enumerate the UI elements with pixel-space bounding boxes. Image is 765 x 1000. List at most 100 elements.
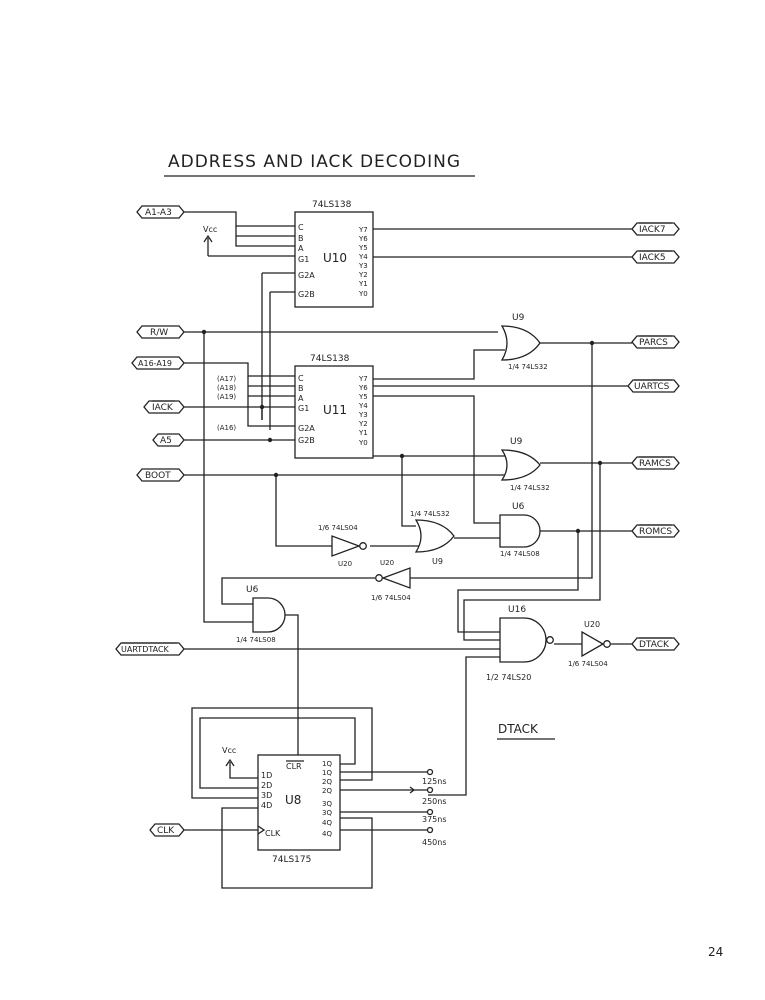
svg-text:A: A xyxy=(298,394,304,403)
gate-u9c-or: 1/4 74LS32 U9 xyxy=(370,510,500,566)
wires-u8: Vcc xyxy=(184,707,434,889)
svg-text:1/6 74LS04: 1/6 74LS04 xyxy=(568,660,608,668)
svg-text:Y3: Y3 xyxy=(358,411,368,419)
svg-text:B: B xyxy=(298,234,304,243)
gate-u20c-not: U20 1/6 74LS04 xyxy=(568,620,632,668)
svg-text:Y5: Y5 xyxy=(358,393,368,401)
svg-text:U9: U9 xyxy=(432,557,443,566)
svg-text:74LS138: 74LS138 xyxy=(312,200,352,210)
svg-text:1/4 74LS32: 1/4 74LS32 xyxy=(510,484,550,492)
svg-text:Y0: Y0 xyxy=(358,439,368,447)
wires-u10: Vcc xyxy=(184,211,632,430)
delay-label: 125ns xyxy=(422,777,447,786)
svg-text:RAMCS: RAMCS xyxy=(639,459,671,469)
svg-text:CLK: CLK xyxy=(157,826,175,836)
gate-u9a-or: U9 1/4 74LS32 xyxy=(373,313,632,380)
svg-text:G2B: G2B xyxy=(298,436,315,445)
svg-text:UARTDTACK: UARTDTACK xyxy=(121,645,170,654)
svg-text:U16: U16 xyxy=(508,605,526,615)
chip-u10: 74LS138 U10 C B A G1 G2A G2B Y7 Y6 Y5 Y4… xyxy=(294,200,374,308)
section-subtitle: DTACK xyxy=(498,722,539,736)
svg-text:1/4 74LS08: 1/4 74LS08 xyxy=(500,550,540,558)
terminal-a5: A5 xyxy=(152,433,185,447)
svg-text:1/2 74LS20: 1/2 74LS20 xyxy=(486,673,531,682)
svg-text:A5: A5 xyxy=(160,436,172,446)
gate-u20b-not: U20 1/6 74LS04 xyxy=(371,343,593,602)
svg-text:4Q: 4Q xyxy=(322,830,332,838)
gate-u20a-not: 1/6 74LS04 U20 xyxy=(275,475,367,568)
svg-text:Y3: Y3 xyxy=(358,262,368,270)
svg-text:2Q: 2Q xyxy=(322,787,332,795)
page-title: ADDRESS AND IACK DECODING xyxy=(168,152,461,172)
svg-text:C: C xyxy=(298,374,304,383)
svg-text:U10: U10 xyxy=(323,251,347,265)
delay-label: 250ns xyxy=(422,797,447,806)
svg-text:Y0: Y0 xyxy=(358,290,368,298)
terminal-parcs: PARCS xyxy=(631,335,680,349)
svg-text:1D: 1D xyxy=(261,771,272,780)
terminal-ramcs: RAMCS xyxy=(631,456,680,470)
terminal-iack5: IACK5 xyxy=(631,250,680,264)
svg-text:Y6: Y6 xyxy=(358,235,368,243)
svg-text:A1-A3: A1-A3 xyxy=(145,208,172,218)
svg-text:G1: G1 xyxy=(298,404,309,413)
svg-text:Y1: Y1 xyxy=(358,429,368,437)
svg-text:Y7: Y7 xyxy=(358,375,368,383)
svg-text:U6: U6 xyxy=(246,585,259,595)
terminal-dtack: DTACK xyxy=(631,637,680,651)
svg-text:3Q: 3Q xyxy=(322,809,332,817)
svg-text:Y2: Y2 xyxy=(358,271,368,279)
page-number: 24 xyxy=(708,945,723,959)
wires-u11 xyxy=(184,362,295,443)
svg-text:1Q: 1Q xyxy=(322,760,332,768)
svg-text:G1: G1 xyxy=(298,255,309,264)
gate-u6b-and: U6 1/4 74LS08 xyxy=(221,577,375,755)
delay-label: 450ns xyxy=(422,838,447,847)
svg-text:PARCS: PARCS xyxy=(639,338,668,348)
terminal-boot: BOOT xyxy=(136,468,185,482)
terminal-a16-a19: A16-A19 xyxy=(131,356,185,370)
terminal-rw: R/W xyxy=(136,325,185,339)
svg-text:G2B: G2B xyxy=(298,290,315,299)
svg-text:CLK: CLK xyxy=(265,829,281,838)
svg-text:Y6: Y6 xyxy=(358,384,368,392)
svg-text:Y7: Y7 xyxy=(358,226,368,234)
svg-text:1/4 74LS08: 1/4 74LS08 xyxy=(236,636,276,644)
svg-text:U20: U20 xyxy=(380,559,394,567)
svg-text:2Q: 2Q xyxy=(322,778,332,786)
svg-text:Y5: Y5 xyxy=(358,244,368,252)
terminal-romcs: ROMCS xyxy=(631,524,680,538)
svg-text:A16-A19: A16-A19 xyxy=(138,359,172,368)
gate-u16-nand: U16 1/2 74LS20 xyxy=(184,463,601,796)
terminal-clk: CLK xyxy=(149,823,185,837)
delay-label: 375ns xyxy=(422,815,447,824)
svg-text:Y1: Y1 xyxy=(358,280,368,288)
svg-text:U8: U8 xyxy=(285,793,301,807)
svg-text:B: B xyxy=(298,384,304,393)
svg-text:2D: 2D xyxy=(261,781,272,790)
svg-text:C: C xyxy=(298,223,304,232)
svg-text:G2A: G2A xyxy=(298,271,315,280)
svg-text:3D: 3D xyxy=(261,791,272,800)
label-a18: (A18) xyxy=(217,384,236,392)
svg-text:U20: U20 xyxy=(584,620,600,629)
svg-text:3Q: 3Q xyxy=(322,800,332,808)
gate-u6a-and: U6 1/4 74LS08 xyxy=(499,502,632,558)
svg-text:74LS175: 74LS175 xyxy=(272,855,311,865)
svg-text:74LS138: 74LS138 xyxy=(310,354,350,364)
wires-rw xyxy=(184,329,498,623)
svg-text:R/W: R/W xyxy=(150,328,168,338)
svg-text:4D: 4D xyxy=(261,801,272,810)
svg-text:U6: U6 xyxy=(512,502,525,512)
vcc-label-u10: Vcc xyxy=(203,225,217,234)
label-a16: (A16) xyxy=(217,424,236,432)
gate-u9b-or: U9 1/4 74LS32 xyxy=(184,395,632,527)
svg-text:1/6 74LS04: 1/6 74LS04 xyxy=(318,524,358,532)
svg-text:Y4: Y4 xyxy=(358,253,368,261)
terminal-uartcs: UARTCS xyxy=(627,379,680,393)
terminal-iack7: IACK7 xyxy=(631,222,680,236)
svg-text:U9: U9 xyxy=(510,437,523,447)
svg-text:DTACK: DTACK xyxy=(639,640,670,650)
label-a17: (A17) xyxy=(217,375,236,383)
